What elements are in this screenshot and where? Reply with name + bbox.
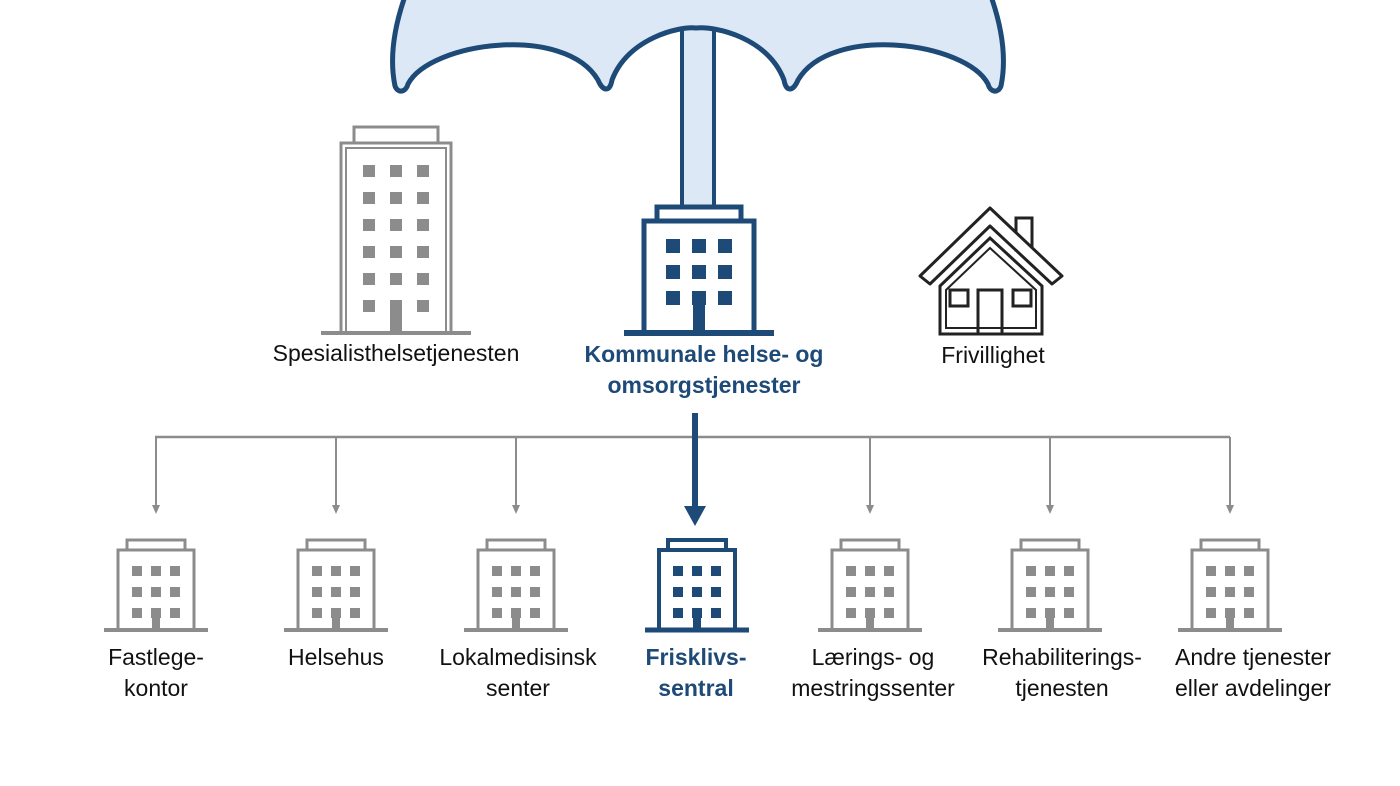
volunteer-label: Frivillighet	[941, 342, 1045, 368]
municipal-label: Kommunale helse- og omsorgstjenester	[544, 339, 864, 401]
arrowhead	[152, 505, 160, 514]
arrowhead	[512, 505, 520, 514]
municipal-label-line2: omsorgstjenester	[607, 372, 801, 398]
building-icon	[818, 538, 922, 632]
building-icon	[464, 538, 568, 632]
specialist-label: Spesialisthelsetjenesten	[272, 340, 520, 366]
house-icon	[918, 206, 1064, 336]
service-label-frisklivssentral: Frisklivs-sentral	[645, 644, 747, 701]
building-icon	[284, 538, 388, 632]
arrowhead	[866, 505, 874, 514]
building-icon	[624, 204, 774, 336]
building-icon	[645, 538, 749, 633]
umbrella-canopy	[390, 0, 1006, 94]
municipal-label-line1: Kommunale helse- og	[584, 341, 824, 367]
umbrella-handle	[680, 20, 716, 212]
tall-building-icon	[321, 125, 471, 335]
service-label-rehabiliteringstjenesten: Rehabiliterings-tjenesten	[982, 644, 1142, 701]
building-icon	[1178, 538, 1282, 632]
service-label-helsehus: Helsehus	[288, 644, 384, 670]
building-icon	[998, 538, 1102, 632]
arrowhead	[1226, 505, 1234, 514]
building-icon	[104, 538, 208, 632]
service-label-fastlegekontor: Fastlege-kontor	[108, 644, 204, 701]
arrowhead	[332, 505, 340, 514]
arrowhead	[1046, 505, 1054, 514]
main-arrow-head	[684, 506, 706, 526]
umbrella-icon	[390, 0, 1006, 212]
